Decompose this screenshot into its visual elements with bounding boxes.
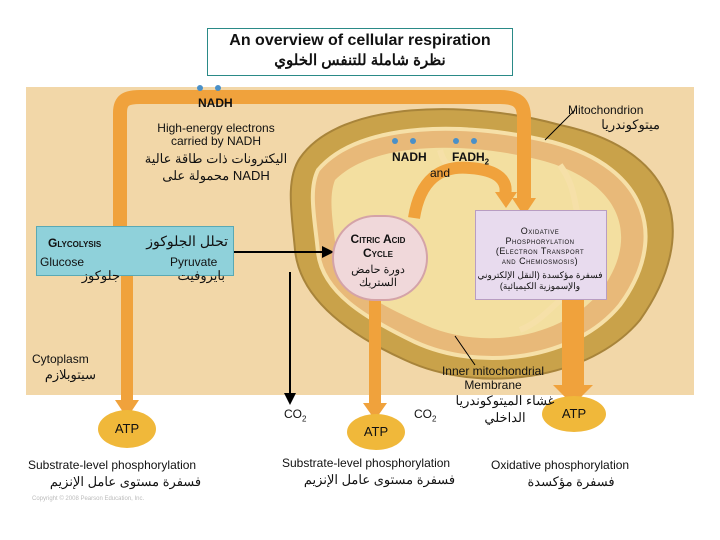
pyruvate-label-arabic: بايروفيت: [177, 268, 225, 283]
inner-membrane-arabic-line1: غشاء الميتوكوندريا: [455, 393, 555, 408]
title-english: An overview of cellular respiration: [229, 32, 491, 49]
citric-atp: ATP: [347, 414, 405, 450]
oxidative-phosphorylation-label-arabic: فسفرة مؤكسدة: [527, 474, 615, 489]
inner-membrane-arabic-line2: الداخلي: [484, 410, 526, 425]
citric-to-oxphos-arrowhead: [495, 192, 517, 208]
glucose-label: Glucose: [40, 255, 85, 269]
oxphos-label: Oxidative Phosphorylation (Electron Tran…: [475, 226, 605, 266]
oxphos-line4: and Chemiosmosis): [501, 256, 579, 266]
mitochondrion-label-arabic: ميتوكوندريا: [601, 117, 660, 132]
oxphos-atp: ATP: [542, 396, 606, 432]
glucose-label-arabic: جلوكوز: [81, 268, 120, 283]
substrate-level-label-right: Substrate-level phosphorylation: [282, 456, 451, 470]
atp-label: ATP: [561, 406, 587, 421]
title-arabic: نظرة شاملة للتنفس الخلوي: [274, 52, 446, 69]
inner-membrane-label-arabic: غشاء الميتوكوندريا الداخلي: [440, 392, 570, 426]
substrate-level-label-right-arabic: فسفرة مستوى عامل الإنزيم: [303, 472, 456, 487]
citric-label-line1: Citric Acid: [350, 232, 406, 246]
glycolysis-box: [36, 226, 234, 276]
co2-main: CO: [284, 407, 302, 421]
oxphos-line2: Phosphorylation: [505, 236, 575, 246]
nadh-electron-arrowhead: [512, 198, 536, 216]
pyruvate-label: Pyruvate: [170, 255, 218, 269]
electron-dots: [197, 85, 477, 144]
mitochondrion-pointer: [544, 109, 576, 141]
co2-sub: 2: [432, 414, 437, 424]
fadh2-sub: 2: [484, 157, 490, 167]
copyright: Copyright © 2008 Pearson Education, Inc.: [32, 496, 145, 502]
inner-membrane-line1: Inner mitochondrial: [441, 364, 545, 378]
oxphos-line1: Oxidative: [520, 226, 560, 236]
high-energy-electrons-label-arabic: اليكترونات ذات طاقة عالية NADH محمولة عل…: [143, 150, 289, 184]
high-energy-line1: High-energy electrons: [157, 121, 275, 135]
mitochondrion-label: Mitochondrion: [568, 103, 644, 117]
glycolysis-atp: ATP: [98, 410, 156, 448]
glycolysis-atp-arrowhead: [115, 400, 139, 418]
glycolysis-label-arabic: تحلل الجلوكوز: [146, 233, 228, 249]
nadh-mid-label: NADH: [392, 150, 427, 164]
co2-oxphos-label: CO2: [414, 407, 436, 426]
high-energy-arabic-line1: اليكترونات ذات طاقة عالية: [144, 151, 288, 166]
substrate-level-label-left-arabic: فسفرة مستوى عامل الإنزيم: [49, 474, 202, 489]
oxphos-atp-arrowhead: [553, 385, 593, 405]
oxphos-line3: (Electron Transport: [495, 246, 585, 256]
glycolysis-label: Glycolysis: [48, 236, 102, 250]
co2-main: CO: [414, 407, 432, 421]
high-energy-line2: carried by NADH: [170, 134, 262, 148]
citric-atp-arrowhead: [363, 403, 387, 420]
inner-membrane-label: Inner mitochondrial Membrane: [425, 364, 561, 392]
nadh-electron-arrow: [113, 90, 531, 232]
citric-co2-arrowhead: [284, 393, 296, 405]
and-label: and: [430, 166, 451, 180]
fadh2-label: FADH2: [452, 150, 489, 169]
citric-acid-cycle-label-arabic: دورة حامض الستريك: [332, 264, 424, 290]
cytoplasm-label: Cytoplasm: [32, 352, 89, 366]
citric-to-oxphos-arrow: [408, 161, 512, 220]
oxphos-arabic-line1: فسفرة مؤكسدة (النقل الإلكتروني: [477, 270, 603, 280]
citric-acid-cycle-box: [332, 215, 428, 301]
co2-citric-label: CO2: [284, 407, 306, 426]
membrane-pointer: [454, 335, 476, 366]
oxphos-arabic-line2: والإسموزية الكيميائية): [499, 281, 581, 291]
atp-label: ATP: [363, 424, 389, 439]
citric-label-line2: Cycle: [362, 246, 393, 260]
high-energy-arabic-line2: NADH محمولة على: [162, 168, 270, 183]
atp-label: ATP: [114, 421, 140, 436]
citric-arabic-line2: الستريك: [359, 277, 397, 289]
inner-membrane-line2: Membrane: [464, 378, 522, 392]
citric-acid-cycle-label: Citric Acid Cycle: [332, 232, 424, 260]
oxphos-box: [475, 210, 607, 300]
pyruvate-arrowhead: [322, 246, 334, 258]
citric-arabic-line1: دورة حامض: [351, 264, 405, 276]
co2-sub: 2: [302, 414, 307, 424]
high-energy-electrons-label: High-energy electrons carried by NADH: [143, 122, 289, 148]
oxidative-phosphorylation-label: Oxidative phosphorylation: [491, 458, 630, 472]
substrate-level-label-left: Substrate-level phosphorylation: [28, 458, 197, 472]
fadh2-main: FADH: [452, 150, 485, 164]
oxphos-label-arabic: فسفرة مؤكسدة (النقل الإلكتروني والإسموزي…: [475, 270, 605, 292]
nadh-top-label: NADH: [198, 96, 233, 110]
title-box: An overview of cellular respiration نظرة…: [207, 28, 513, 76]
cytoplasm-label-arabic: سيتوبلازم: [44, 367, 96, 382]
